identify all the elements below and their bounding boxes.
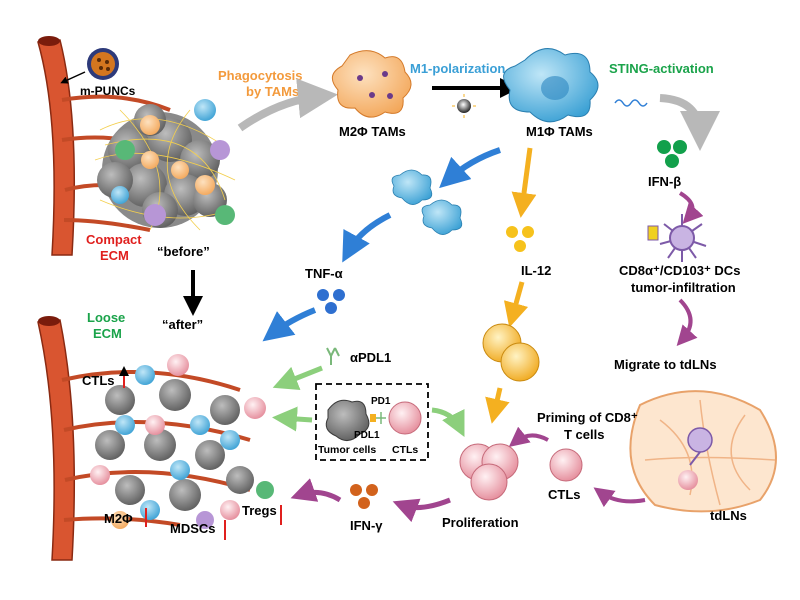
ifn-to-dc-arrow	[678, 191, 704, 224]
m1-to-tnf-arrow-2	[342, 212, 392, 263]
tregs-label: Tregs	[242, 503, 277, 518]
migrate-label: Migrate to tdLNs	[614, 357, 717, 372]
m2-tam-cell	[331, 50, 412, 118]
ctls-box-label: CTLs	[392, 444, 418, 456]
loose-tumor-mass	[95, 379, 254, 511]
dc-label-line1: CD8α⁺/CD103⁺ DCs	[619, 263, 740, 278]
m-puncs-nanoparticle	[87, 48, 119, 80]
dc-to-migrate-arrow	[676, 298, 698, 346]
compact-ecm-label-line2: ECM	[100, 248, 129, 263]
m2-bottom-label: M2Φ	[104, 511, 133, 526]
box-to-proliferation-arrow	[431, 407, 465, 437]
tnf-to-tumor-arrow	[262, 307, 317, 342]
cells-to-proliferation-arrow	[485, 387, 510, 424]
m1-tam-small-1	[391, 169, 433, 205]
tdlns-label: tdLNs	[710, 508, 747, 523]
tnf-alpha-dots	[317, 289, 345, 314]
sting-arrow	[659, 94, 720, 151]
phagocytosis-label-line1: Phagocytosis	[218, 68, 303, 83]
proliferation-cells	[459, 443, 519, 501]
il12-label: IL-12	[521, 263, 551, 278]
phagocytosis-label-line2: by TAMs	[246, 84, 299, 99]
m1-tam-cell	[503, 48, 599, 123]
phagocytosis-arrow	[237, 78, 338, 132]
nk-cells-yellow	[482, 323, 540, 382]
tumor-after-group: Loose ECM “after” CTLs M2Φ MDSCs Tregs	[37, 310, 282, 561]
pd1-label: PD1	[371, 396, 391, 407]
ctls-label: CTLs	[82, 373, 115, 388]
lymph-node-tdln	[629, 390, 777, 513]
blood-vessel-bottom	[37, 319, 76, 561]
ifn-beta-label: IFN-β	[648, 174, 681, 189]
m1-tam-small-2	[421, 199, 463, 235]
box-to-tumor-arrow	[272, 406, 313, 432]
vessel-opening	[38, 36, 60, 46]
pd1-pdl1-box: PD1 PDL1 Tumor cells CTLs	[315, 383, 429, 461]
proliferation-label: Proliferation	[442, 515, 519, 530]
dendritic-cell	[647, 214, 707, 262]
il12-dots	[506, 226, 534, 252]
before-label: “before”	[157, 244, 210, 259]
pdl1-label: PDL1	[354, 430, 380, 441]
tumor-before-group: m-PUNCs Compact ECM “before”	[37, 36, 236, 263]
blood-vessel-top	[37, 39, 76, 256]
ifn-beta-dots	[657, 140, 687, 168]
ctls-right-label: CTLs	[548, 487, 581, 502]
priming-label-line1: Priming of CD8⁺	[537, 410, 638, 425]
apdl1-label: αPDL1	[350, 350, 391, 365]
m1-polarization-label: M1-polarization	[410, 61, 505, 76]
ctl-to-proliferation-arrow	[508, 426, 549, 447]
ifng-to-tumor-arrow	[290, 478, 342, 503]
proliferation-to-ifng-arrow	[392, 497, 451, 523]
nanoparticle-icon	[452, 94, 476, 118]
sting-activation-label: STING-activation	[609, 61, 714, 76]
antibody-apdl1-icon	[326, 347, 340, 365]
tumor-cells-label: Tumor cells	[318, 444, 376, 456]
priming-label-line2: T cells	[564, 427, 604, 442]
dc-label-line2: tumor-infiltration	[631, 280, 736, 295]
tnf-alpha-label: TNF-α	[305, 266, 343, 281]
m1-to-il12-arrow	[511, 147, 537, 218]
m-puncs-pointer	[60, 71, 86, 84]
m1-to-tnf-arrow-1	[439, 147, 501, 189]
ifn-gamma-label: IFN-γ	[350, 518, 383, 533]
ctl-right-cell	[549, 448, 583, 482]
mdscs-label: MDSCs	[170, 521, 216, 536]
dna-squiggle-icon	[614, 99, 648, 107]
m2-tams-label: M2Φ TAMs	[339, 124, 406, 139]
loose-ecm-label-line2: ECM	[93, 326, 122, 341]
immune-cells-top	[111, 99, 235, 226]
compact-ecm-label-line1: Compact	[86, 232, 142, 247]
il12-to-cells-arrow	[503, 281, 529, 328]
ifn-gamma-dots	[350, 484, 378, 509]
after-label: “after”	[162, 317, 203, 332]
loose-ecm-label-line1: Loose	[87, 310, 125, 325]
m1-tams-label: M1Φ TAMs	[526, 124, 593, 139]
immune-cells-bottom	[90, 354, 274, 529]
apdl1-to-tumor-arrow	[272, 365, 323, 391]
tdln-to-ctl-arrow	[593, 487, 646, 508]
vessel-opening-bottom	[38, 316, 60, 326]
m-puncs-label: m-PUNCs	[80, 84, 136, 98]
